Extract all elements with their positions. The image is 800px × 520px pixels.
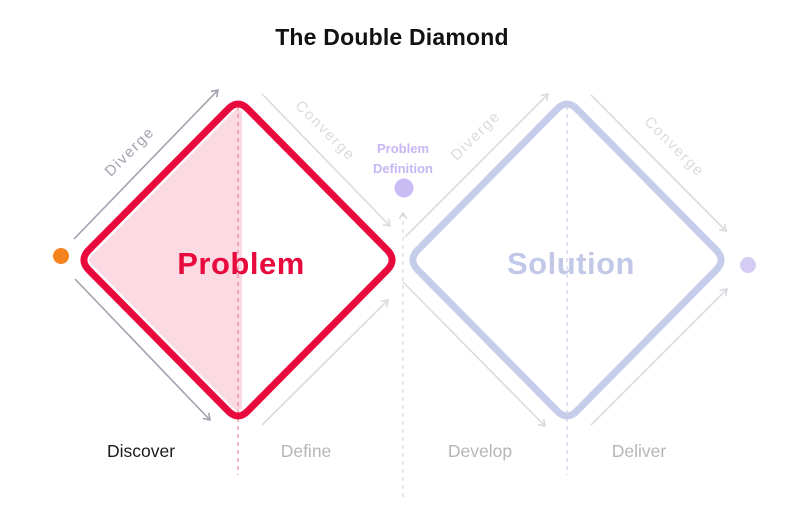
problem-diamond-outline (80, 100, 396, 420)
solution-bottom-right-arrow (590, 287, 729, 426)
solution-label: Solution (507, 246, 635, 281)
solution-converge-arrow (590, 94, 728, 233)
solution-converge-label: Converge (641, 113, 708, 180)
solution-end-dot-icon (740, 257, 756, 273)
phase-label-develop: Develop (448, 441, 512, 461)
problem-converge-arrow (261, 93, 392, 228)
problem-definition-label-line1: Problem (377, 141, 429, 156)
solution-diverge-arrow (404, 92, 550, 238)
problem-label: Problem (177, 246, 305, 281)
solution-diverge-label: Diverge (448, 108, 504, 164)
solution-diamond-outline (409, 100, 725, 420)
problem-definition-dot-icon (394, 178, 414, 198)
problem-definition-label-line2: Definition (373, 161, 433, 176)
start-dot-icon (53, 248, 69, 264)
problem-converge-label: Converge (292, 97, 359, 164)
solution-bottom-left-arrow (402, 281, 547, 428)
problem-diverge-arrow (73, 88, 220, 240)
problem-bottom-right-arrow (261, 298, 390, 426)
phase-label-deliver: Deliver (612, 441, 667, 461)
diagram-title: The Double Diamond (275, 24, 509, 50)
problem-diverge-label: Diverge (102, 124, 158, 180)
phase-label-discover: Discover (107, 441, 175, 461)
problem-bottom-left-arrow (74, 278, 211, 422)
phase-label-define: Define (281, 441, 332, 461)
